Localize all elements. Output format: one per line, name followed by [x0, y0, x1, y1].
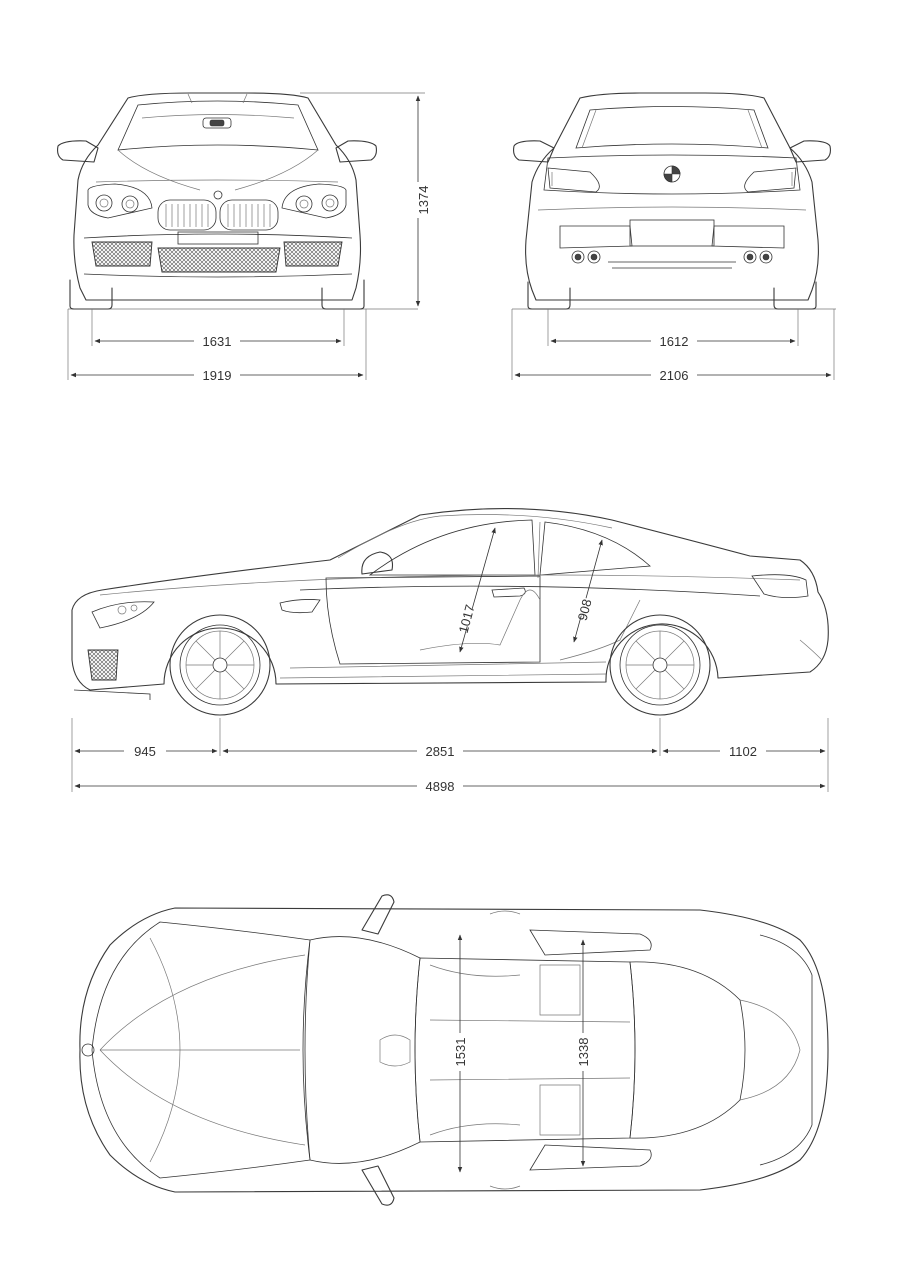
front-track-label: 1631 [203, 334, 232, 349]
rear-shoulder-label: 1338 [576, 1038, 591, 1067]
rear-width-label: 2106 [660, 368, 689, 383]
overall-length-label: 4898 [426, 779, 455, 794]
front-width-dimensions: 1631 1919 [67, 309, 367, 383]
front-height-dimension: 1374 [300, 92, 431, 307]
front-height-label: 1374 [416, 186, 431, 215]
rear-width-dimensions: 1612 2106 [511, 309, 835, 383]
rear-track-label: 1612 [660, 334, 689, 349]
front-overhang-label: 945 [134, 744, 156, 759]
rear-headroom-label: 908 [575, 597, 595, 622]
top-shoulder-dimensions: 1531 1338 [452, 934, 593, 1173]
side-headroom-dimensions: 1017 908 [444, 527, 603, 653]
wheelbase-label: 2851 [426, 744, 455, 759]
front-width-label: 1919 [203, 368, 232, 383]
top-view [79, 894, 829, 1206]
rear-overhang-label: 1102 [729, 744, 757, 759]
rear-view [512, 92, 836, 310]
side-view [71, 508, 829, 716]
side-length-dimensions: 945 2851 1102 4898 [71, 718, 829, 794]
front-headroom-label: 1017 [456, 603, 478, 635]
front-view [57, 92, 418, 310]
front-shoulder-label: 1531 [453, 1038, 468, 1067]
